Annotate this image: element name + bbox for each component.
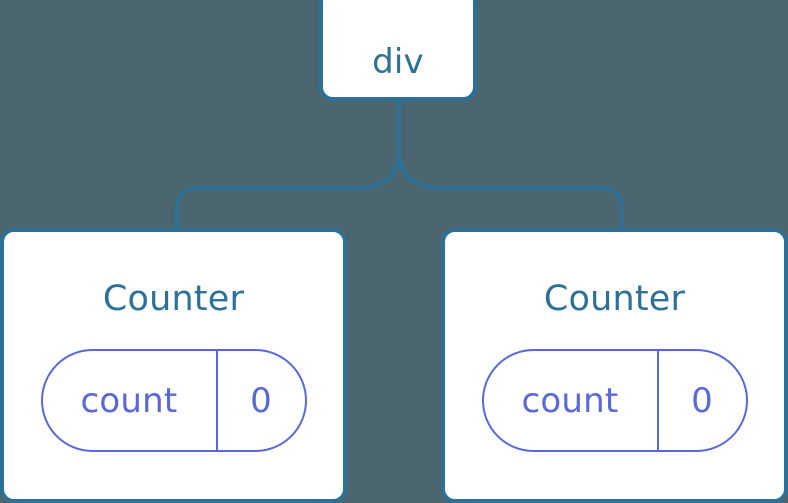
node-div-label: div — [372, 42, 424, 82]
node-counter-left-title: Counter — [102, 279, 245, 319]
state-value-right-label: 0 — [691, 380, 713, 421]
connector-branch-left — [175, 149, 401, 230]
state-value-left-label: 0 — [250, 380, 272, 421]
state-value-left: 0 — [218, 351, 305, 450]
connector-branch-right — [397, 149, 624, 230]
state-key-left: count — [43, 351, 218, 450]
node-counter-right-title: Counter — [543, 279, 686, 319]
state-pill-right[interactable]: count 0 — [481, 349, 748, 452]
state-key-right: count — [484, 351, 659, 450]
state-key-left-label: count — [80, 380, 178, 421]
node-div[interactable]: div — [319, 0, 477, 101]
state-key-right-label: count — [521, 380, 619, 421]
state-pill-left[interactable]: count 0 — [40, 349, 307, 452]
node-counter-left[interactable]: Counter count 0 — [0, 228, 347, 503]
node-counter-right[interactable]: Counter count 0 — [441, 228, 788, 503]
state-value-right: 0 — [659, 351, 746, 450]
